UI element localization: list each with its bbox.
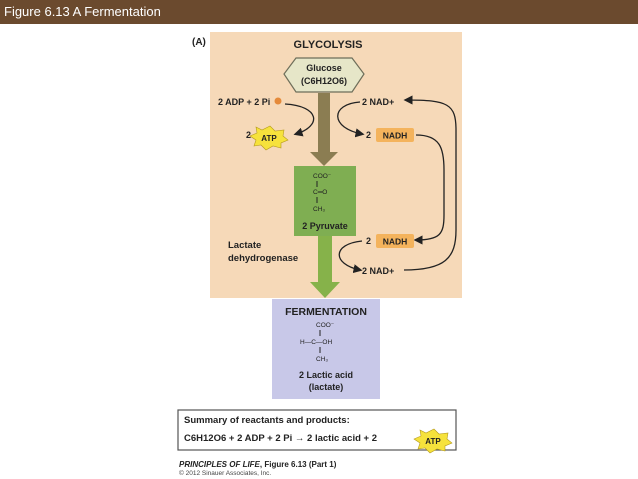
nadh-formation-arrow xyxy=(337,101,365,138)
nadh-to-fermentation-loop xyxy=(413,134,445,245)
nadh-top-count: 2 xyxy=(366,130,371,140)
lactate-coo: COO⁻ xyxy=(316,322,335,329)
lactate-ch3: CH₃ xyxy=(316,356,328,363)
adp-pi-label: 2 ADP + 2 Pi xyxy=(218,97,270,107)
nadh-oxidation-arrow xyxy=(338,240,363,274)
glycolysis-arrow-shaft xyxy=(318,93,330,155)
fermentation-box xyxy=(272,299,380,399)
nad-regeneration-loop xyxy=(403,95,457,271)
summary-atp-badge: ATP xyxy=(425,437,441,446)
figure-title: Figure 6.13 A Fermentation xyxy=(4,4,161,19)
nad-bottom-label: 2 NAD+ xyxy=(362,266,394,276)
summary-title: Summary of reactants and products: xyxy=(184,415,350,426)
nadh-bottom-badge xyxy=(376,234,414,248)
summary-atp-icon xyxy=(413,428,453,454)
figure-ref: , Figure 6.13 (Part 1) xyxy=(259,460,337,469)
pyruvate-carbonyl: C═O xyxy=(313,189,327,196)
lactate-hydroxyl: H—C—OH xyxy=(300,339,332,346)
panel-label: (A) xyxy=(192,37,206,48)
fermentation-arrow-head xyxy=(310,282,340,298)
book-title: PRINCIPLES OF LIFE xyxy=(179,460,260,469)
pyruvate-coo: COO⁻ xyxy=(313,173,332,180)
phosphate-dot xyxy=(274,97,282,105)
enzyme-line1: Lactate xyxy=(228,240,261,251)
title-bar: Figure 6.13 A Fermentation xyxy=(0,0,638,24)
enzyme-line2: dehydrogenase xyxy=(228,253,298,264)
lactic-acid-line1: 2 Lactic acid xyxy=(299,370,353,380)
glycolysis-title: GLYCOLYSIS xyxy=(294,39,363,51)
copyright: © 2012 Sinauer Associates, Inc. xyxy=(179,470,272,477)
fermentation-arrow-shaft xyxy=(318,236,332,284)
nad-top-label: 2 NAD+ xyxy=(362,97,394,107)
glucose-formula: (C6H12O6) xyxy=(301,76,347,86)
summary-equation: C6H12O6 + 2 ADP + 2 Pi → 2 lactic acid +… xyxy=(184,433,377,444)
figure-credit: PRINCIPLES OF LIFE, Figure 6.13 (Part 1) xyxy=(179,460,336,469)
atp-count: 2 xyxy=(246,130,251,140)
pyruvate-ch3: CH₃ xyxy=(313,206,325,213)
fermentation-title: FERMENTATION xyxy=(285,306,367,318)
pyruvate-label: 2 Pyruvate xyxy=(302,221,348,231)
glycolysis-arrow-head xyxy=(310,152,338,166)
glucose-name: Glucose xyxy=(306,63,342,73)
nadh-bottom-count: 2 xyxy=(366,236,371,246)
pyruvate-box xyxy=(294,166,356,236)
nadh-top-badge xyxy=(376,128,414,142)
atp-badge: ATP xyxy=(261,134,277,143)
atp-burst-icon xyxy=(249,125,289,151)
summary-box xyxy=(177,409,457,451)
lactic-acid-line2: (lactate) xyxy=(309,382,344,392)
nadh-top-badge-label: NADH xyxy=(383,131,408,141)
glucose-hexagon xyxy=(283,57,365,93)
atp-formation-arrow xyxy=(284,103,315,137)
nadh-bottom-badge-label: NADH xyxy=(383,237,408,247)
